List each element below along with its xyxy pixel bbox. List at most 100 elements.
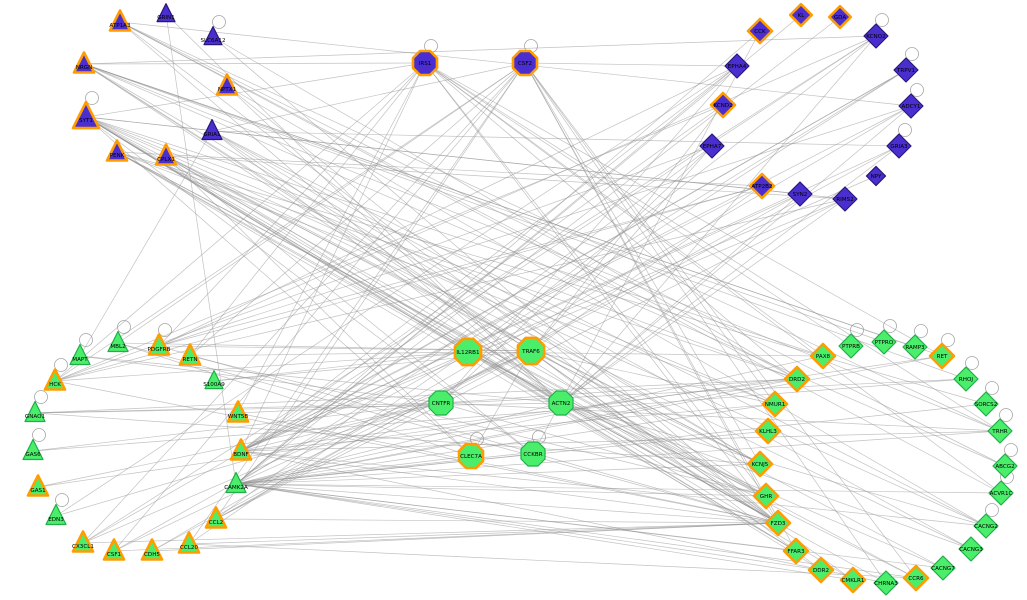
node-SYT1[interactable]: SYT1: [71, 100, 101, 130]
node-CACNG2[interactable]: CACNG2: [973, 513, 999, 539]
node-shape-GNAO1[interactable]: [24, 400, 46, 423]
node-shape-CSF2[interactable]: [511, 49, 539, 77]
node-shape-CMKLR1[interactable]: [839, 566, 867, 594]
node-ATP1A3[interactable]: ATP1A3: [108, 9, 132, 32]
node-NPTX1[interactable]: NPTX1: [215, 73, 239, 96]
node-KLHL3[interactable]: KLHL3: [754, 417, 782, 445]
node-shape-PTPRB[interactable]: [838, 333, 864, 359]
node-shape-IL12RB1[interactable]: [453, 337, 483, 367]
node-shape-TRPV1[interactable]: [893, 57, 919, 83]
node-IRS1[interactable]: IRS1: [411, 49, 439, 77]
node-CLEC7A[interactable]: CLEC7A: [457, 442, 485, 470]
node-NMUR1[interactable]: NMUR1: [761, 390, 789, 418]
node-RAMP3[interactable]: RAMP3: [902, 334, 928, 360]
node-shape-HCK[interactable]: [43, 368, 67, 391]
node-shape-FFAR3[interactable]: [782, 537, 810, 565]
node-shape-RHOJ[interactable]: [953, 366, 979, 392]
node-shape-GRIN1[interactable]: [156, 3, 176, 23]
node-shape-ATP2B2[interactable]: [748, 172, 776, 200]
node-shape-CSF1[interactable]: [102, 538, 126, 561]
node-shape-PTPRO[interactable]: [871, 329, 897, 355]
node-shape-CDH5[interactable]: [140, 538, 164, 561]
node-GAS6[interactable]: GAS6: [22, 438, 44, 461]
node-shape-CHRNA3[interactable]: [873, 570, 899, 596]
node-shape-NMUR1[interactable]: [761, 390, 789, 418]
node-shape-GDA[interactable]: [827, 4, 853, 30]
node-shape-NRGN[interactable]: [72, 51, 96, 74]
node-ACVR1C[interactable]: ACVR1C: [988, 480, 1014, 506]
node-shape-CACNG2[interactable]: [973, 513, 999, 539]
node-GRIA3[interactable]: GRIA3: [886, 133, 912, 159]
node-shape-EPHA4[interactable]: [724, 53, 750, 79]
node-EDN3[interactable]: EDN3: [45, 503, 67, 526]
node-CHRNA3[interactable]: CHRNA3: [873, 570, 899, 596]
node-GNAO1[interactable]: GNAO1: [24, 400, 46, 423]
node-shape-KL[interactable]: [788, 2, 814, 28]
node-shape-CACNG7[interactable]: [930, 555, 956, 581]
node-shape-KCNJ5[interactable]: [746, 450, 774, 478]
node-shape-CNTFR[interactable]: [428, 390, 454, 416]
node-GRIN1[interactable]: GRIN1: [156, 3, 176, 23]
node-RIMS2[interactable]: RIMS2: [832, 186, 858, 212]
node-shape-GRIA1[interactable]: [201, 118, 223, 141]
node-shape-RET[interactable]: [928, 342, 956, 370]
node-CACNG7[interactable]: CACNG7: [930, 555, 956, 581]
node-KCNJ5[interactable]: KCNJ5: [746, 450, 774, 478]
node-KCNQ2[interactable]: KCNQ2: [863, 23, 889, 49]
node-shape-CCR6[interactable]: [902, 564, 930, 592]
node-MAPT[interactable]: MAPT: [69, 343, 91, 366]
node-RET[interactable]: RET: [928, 342, 956, 370]
node-shape-CACNG3[interactable]: [958, 536, 984, 562]
node-shape-GAS6[interactable]: [22, 438, 44, 461]
node-TRPV1[interactable]: TRPV1: [893, 57, 919, 83]
node-TRHR[interactable]: TRHR: [987, 418, 1013, 444]
node-SORCS2[interactable]: SORCS2: [973, 391, 999, 417]
node-ADCY1[interactable]: ADCY1: [898, 93, 924, 119]
node-ACTN2[interactable]: ACTN2: [548, 390, 574, 416]
node-shape-EDN3[interactable]: [45, 503, 67, 526]
node-shape-DRD2[interactable]: [783, 365, 811, 393]
node-shape-CCK[interactable]: [746, 17, 774, 45]
node-shape-MAPT[interactable]: [69, 343, 91, 366]
node-CCKBR[interactable]: CCKBR: [520, 441, 546, 467]
node-shape-ABCG2[interactable]: [992, 453, 1018, 479]
node-shape-MBL2[interactable]: [107, 330, 129, 353]
node-shape-KCND2[interactable]: [709, 91, 737, 119]
node-shape-FZD3[interactable]: [764, 509, 792, 537]
node-DDR2[interactable]: DDR2: [807, 556, 835, 584]
node-shape-PAX8[interactable]: [809, 342, 837, 370]
node-shape-SLC6A12[interactable]: [203, 26, 223, 46]
node-CACNG3[interactable]: CACNG3: [958, 536, 984, 562]
node-shape-NPY[interactable]: [865, 165, 887, 187]
node-shape-TRAF6[interactable]: [516, 336, 546, 366]
node-shape-WNT5B[interactable]: [226, 400, 250, 423]
node-CSF2[interactable]: CSF2: [511, 49, 539, 77]
node-KL[interactable]: KL: [788, 2, 814, 28]
node-GDA[interactable]: GDA: [827, 4, 853, 30]
node-shape-EPHA7[interactable]: [699, 133, 725, 159]
node-shape-ACVR1C[interactable]: [988, 480, 1014, 506]
node-shape-GAS1[interactable]: [26, 474, 50, 497]
node-NPY[interactable]: NPY: [865, 165, 887, 187]
node-CNTFR[interactable]: CNTFR: [428, 390, 454, 416]
node-shape-PDGFRB[interactable]: [147, 333, 171, 356]
node-shape-IRS1[interactable]: [411, 49, 439, 77]
node-shape-CLEC7A[interactable]: [457, 442, 485, 470]
node-S100A9[interactable]: S100A9: [203, 370, 225, 390]
node-shape-CPLX1[interactable]: [154, 143, 178, 166]
node-shape-RIMS2[interactable]: [832, 186, 858, 212]
node-shape-CAMK2A[interactable]: [225, 471, 247, 494]
node-KCND2[interactable]: KCND2: [709, 91, 737, 119]
node-RHOJ[interactable]: RHOJ: [953, 366, 979, 392]
node-shape-ACTN2[interactable]: [548, 390, 574, 416]
node-shape-CX3CL1[interactable]: [71, 530, 95, 553]
node-IL12RB1[interactable]: IL12RB1: [453, 337, 483, 367]
node-ABCG2[interactable]: ABCG2: [992, 453, 1018, 479]
node-CMKLR1[interactable]: CMKLR1: [839, 566, 867, 594]
node-PTPRB[interactable]: PTPRB: [838, 333, 864, 359]
node-shape-KLHL3[interactable]: [754, 417, 782, 445]
node-CCL20[interactable]: CCL20: [177, 531, 201, 554]
node-shape-ADCY1[interactable]: [898, 93, 924, 119]
node-CCK[interactable]: CCK: [746, 17, 774, 45]
node-shape-CCL20[interactable]: [177, 531, 201, 554]
